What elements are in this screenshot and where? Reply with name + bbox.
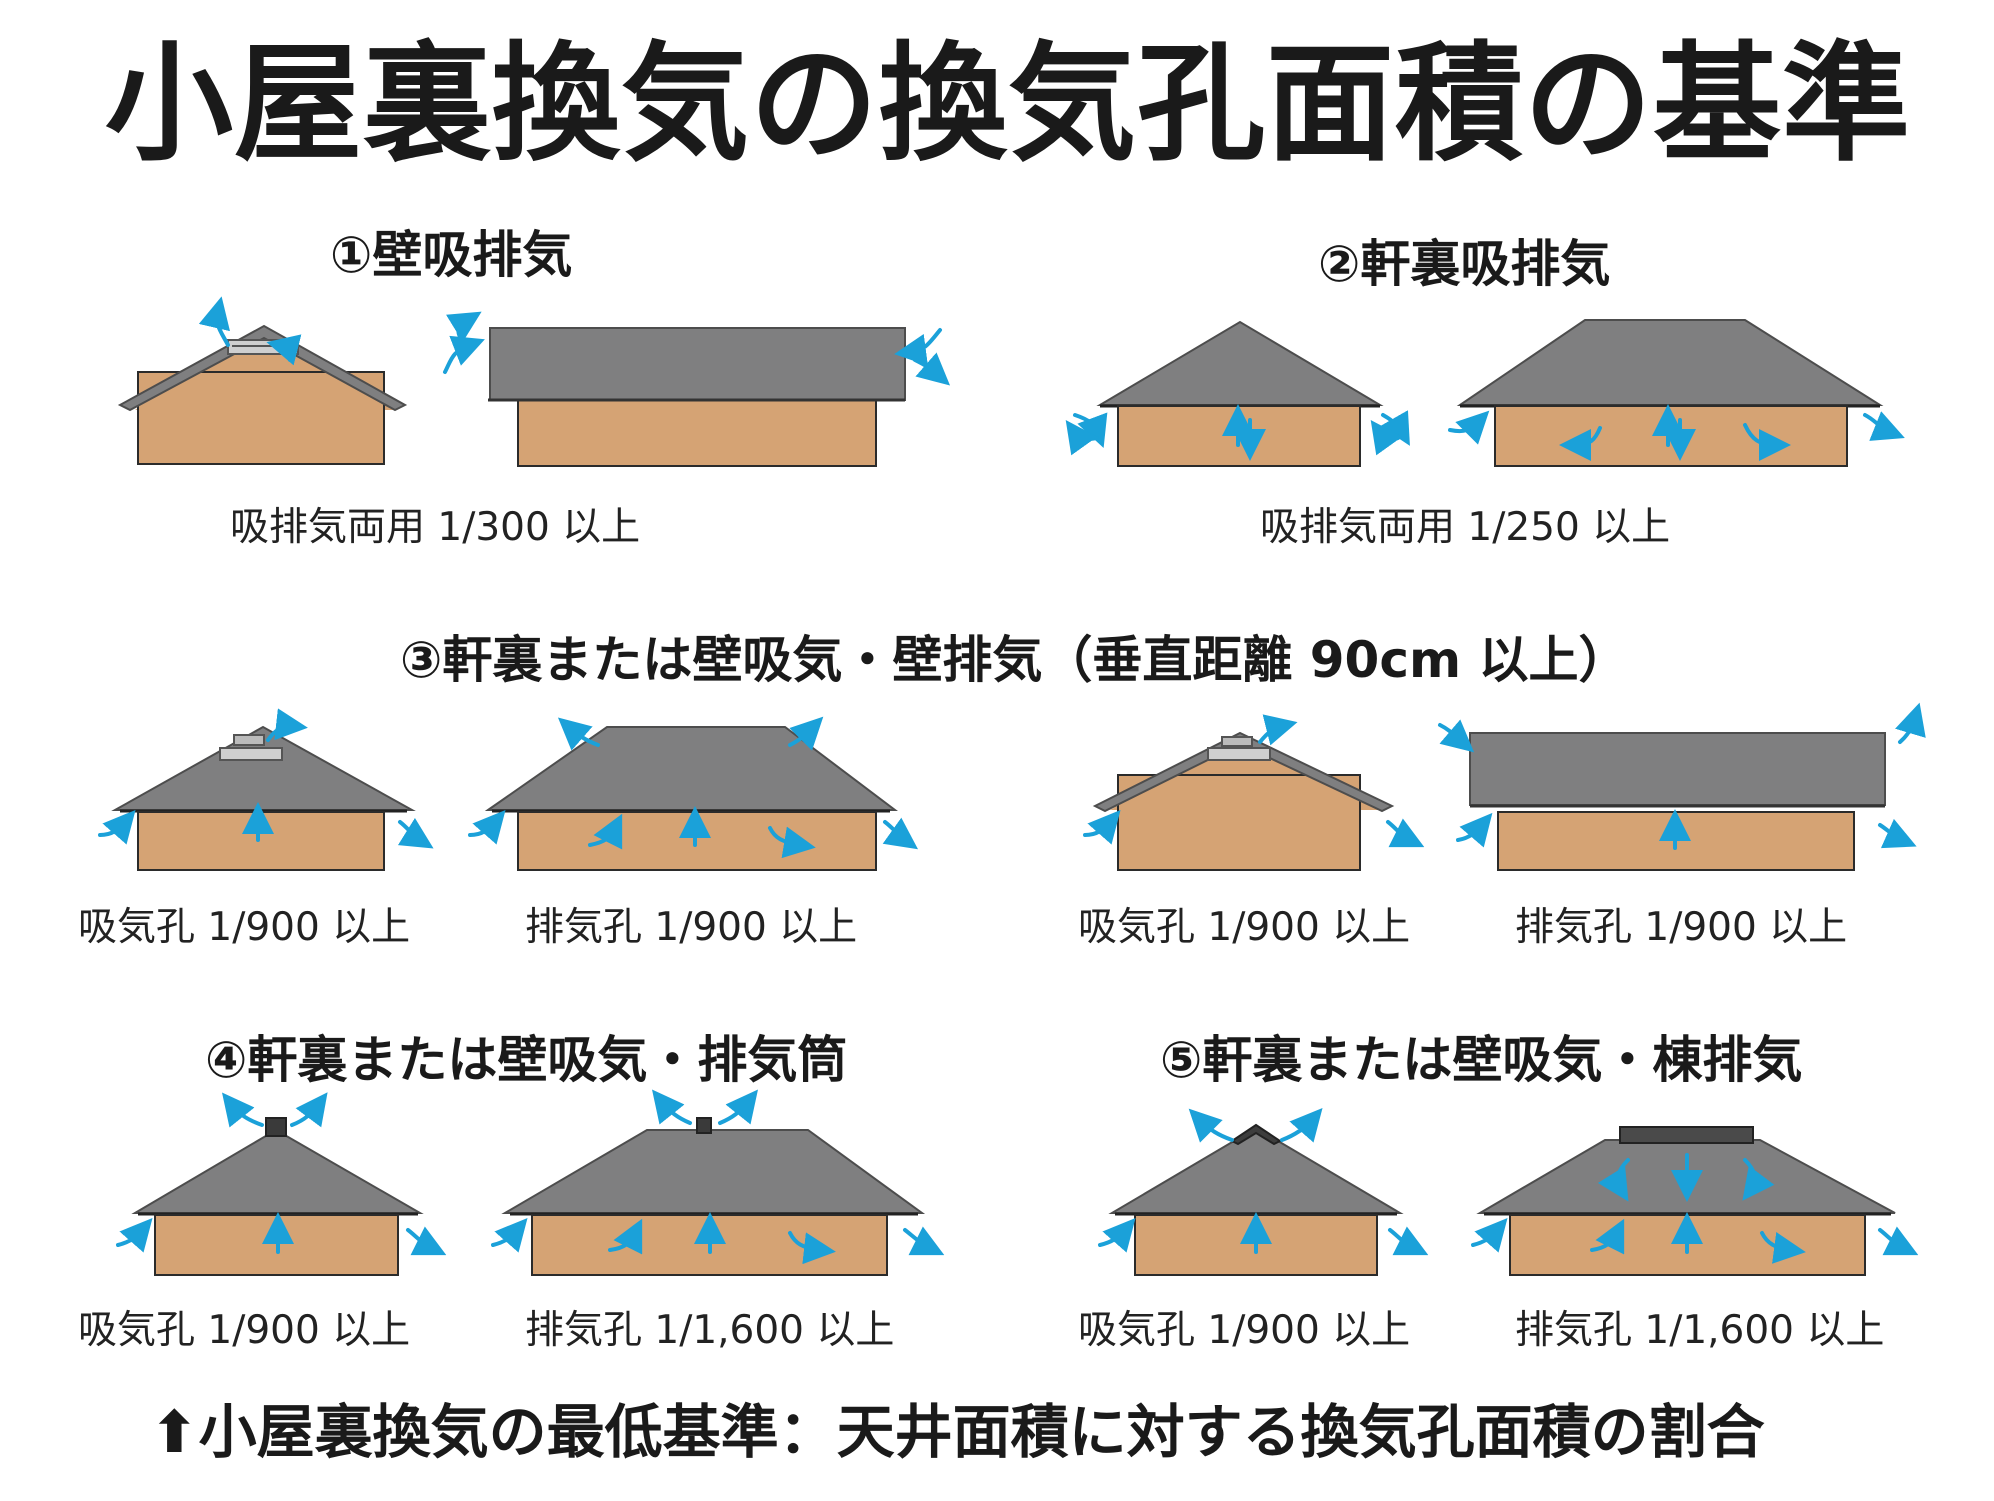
airflow-arrow-icon: [266, 708, 308, 742]
roof: [131, 1128, 424, 1214]
section-2-heading: ②軒裏吸排気: [1318, 235, 1611, 293]
roof-vent: [233, 734, 265, 746]
airflow-arrow-icon: [1073, 412, 1108, 448]
airflow-arrow-icon: [588, 813, 623, 850]
house-wall: [517, 399, 877, 467]
house-wall: [1494, 405, 1848, 467]
airflow-arrow-icon: [1258, 714, 1298, 746]
airflow-arrow-icon: [406, 1226, 447, 1256]
section-4-heading: ④軒裏または壁吸気・排気筒: [205, 1031, 848, 1089]
airflow-arrow-icon: [1188, 1108, 1234, 1143]
caption-3d: 排気孔 1/900 以上: [1515, 905, 1848, 950]
house-wall: [137, 371, 385, 465]
section-5-heading: ⑤軒裏または壁吸気・棟排気: [1160, 1031, 1803, 1089]
ridge-vent: [1619, 1126, 1754, 1144]
page-title: 小屋裏換気の換気孔面積の基準: [105, 30, 1912, 179]
airflow-arrow-icon: [768, 826, 816, 859]
airflow-arrow-icon: [1438, 719, 1475, 753]
section-3-heading: ③軒裏または壁吸気・壁排気（垂直距離 90cm 以上）: [400, 631, 1629, 689]
house-wall: [1117, 774, 1361, 871]
footer-text: 小屋裏換気の最低基準：天井面積に対する換気孔面積の割合: [198, 1398, 1765, 1466]
airflow-arrow-icon: [913, 352, 951, 386]
airflow-arrow-icon: [1742, 1158, 1775, 1201]
airflow-arrow-icon: [1456, 812, 1493, 848]
airflow-arrow-icon: [198, 296, 231, 347]
gable-vent: [1207, 747, 1271, 761]
roof: [1096, 320, 1384, 406]
ridge-vent: [1230, 1123, 1282, 1146]
caption-5b: 排気孔 1/1,600 以上: [1515, 1308, 1885, 1353]
caption-2: 吸排気両用 1/250 以上: [1260, 505, 1671, 550]
caption-3b: 排気孔 1/900 以上: [525, 905, 858, 950]
up-arrow-icon: ⬆: [150, 1398, 199, 1466]
airflow-arrow-icon: [1863, 411, 1905, 441]
airflow-arrow-icon: [116, 1217, 153, 1253]
airflow-arrow-icon: [1386, 818, 1425, 848]
airflow-arrow-icon: [1743, 423, 1791, 461]
airflow-arrow-icon: [608, 1218, 643, 1255]
airflow-arrow-icon: [1280, 1107, 1323, 1143]
airflow-arrow-icon: [1083, 809, 1121, 845]
gable-vent: [1221, 736, 1253, 747]
caption-4b: 排気孔 1/1,600 以上: [525, 1308, 895, 1353]
airflow-arrow-icon: [1559, 426, 1602, 461]
roof-side-view: [489, 327, 906, 401]
caption-1: 吸排気両用 1/300 以上: [230, 505, 641, 550]
caption-5a: 吸気孔 1/900 以上: [1078, 1308, 1411, 1353]
roof: [1108, 1126, 1404, 1214]
airflow-arrow-icon: [1448, 410, 1490, 445]
caption-3a: 吸気孔 1/900 以上: [78, 905, 411, 950]
airflow-arrow-icon: [266, 334, 302, 366]
airflow-arrow-icon: [397, 817, 434, 849]
caption-4a: 吸気孔 1/900 以上: [78, 1308, 411, 1353]
roof-side-view: [1469, 732, 1886, 806]
roof-vent: [219, 747, 283, 761]
roof: [501, 1129, 926, 1214]
airflow-arrow-icon: [1380, 410, 1410, 446]
airflow-arrow-icon: [788, 1231, 836, 1265]
roof: [1456, 319, 1884, 406]
airflow-arrow-icon: [882, 817, 919, 850]
airflow-arrow-icon: [557, 717, 600, 751]
airflow-arrow-icon: [1370, 419, 1403, 456]
roof: [484, 726, 898, 811]
airflow-arrow-icon: [652, 1089, 692, 1125]
airflow-arrow-icon: [718, 1089, 758, 1125]
airflow-arrow-icon: [1098, 1217, 1136, 1253]
airflow-arrow-icon: [1590, 1218, 1625, 1255]
airflow-arrow-icon: [1471, 1217, 1508, 1253]
airflow-arrow-icon: [468, 809, 506, 845]
airflow-arrow-icon: [1597, 1158, 1630, 1202]
airflow-arrow-icon: [1895, 702, 1926, 744]
airflow-arrow-icon: [491, 1217, 528, 1253]
airflow-arrow-icon: [788, 716, 824, 751]
house-wall: [137, 811, 385, 871]
footer-note: ⬆小屋裏換気の最低基準：天井面積に対する換気孔面積の割合: [150, 1398, 1765, 1468]
airflow-arrow-icon: [222, 1092, 264, 1128]
airflow-arrow-icon: [290, 1092, 328, 1128]
airflow-arrow-icon: [443, 335, 485, 374]
caption-3c: 吸気孔 1/900 以上: [1078, 905, 1411, 950]
airflow-arrow-icon: [1878, 818, 1917, 849]
exhaust-stack: [265, 1117, 287, 1137]
airflow-arrow-icon: [903, 1226, 945, 1256]
airflow-arrow-icon: [894, 328, 942, 366]
airflow-arrow-icon: [1760, 1231, 1806, 1264]
roof-slope: [117, 324, 408, 412]
section-1-heading: ①壁吸排気: [330, 226, 573, 284]
airflow-arrow-icon: [1878, 1226, 1919, 1256]
airflow-arrow-icon: [1065, 419, 1099, 456]
airflow-arrow-icon: [98, 809, 136, 845]
airflow-arrow-icon: [1388, 1226, 1429, 1256]
exhaust-stack: [696, 1117, 712, 1134]
